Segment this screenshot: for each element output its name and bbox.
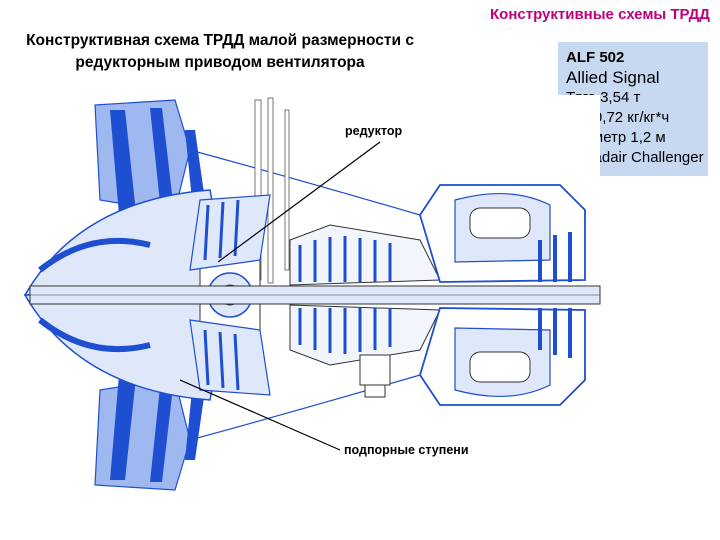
engine-manufacturer: Allied Signal bbox=[566, 68, 660, 87]
engine-model: ALF 502 bbox=[566, 49, 625, 66]
engine-application: Canadair Challenger bbox=[566, 149, 704, 166]
booster-callout-line bbox=[179, 379, 341, 451]
header-title: Конструктивные схемы ТРДД bbox=[490, 6, 710, 23]
slide-title: Конструктивная схема ТРДД малой размерно… bbox=[26, 32, 414, 71]
booster-stages-label: подпорные ступени bbox=[344, 443, 469, 457]
gearbox-label: редуктор bbox=[345, 124, 403, 138]
gearbox-callout-line bbox=[217, 141, 381, 263]
